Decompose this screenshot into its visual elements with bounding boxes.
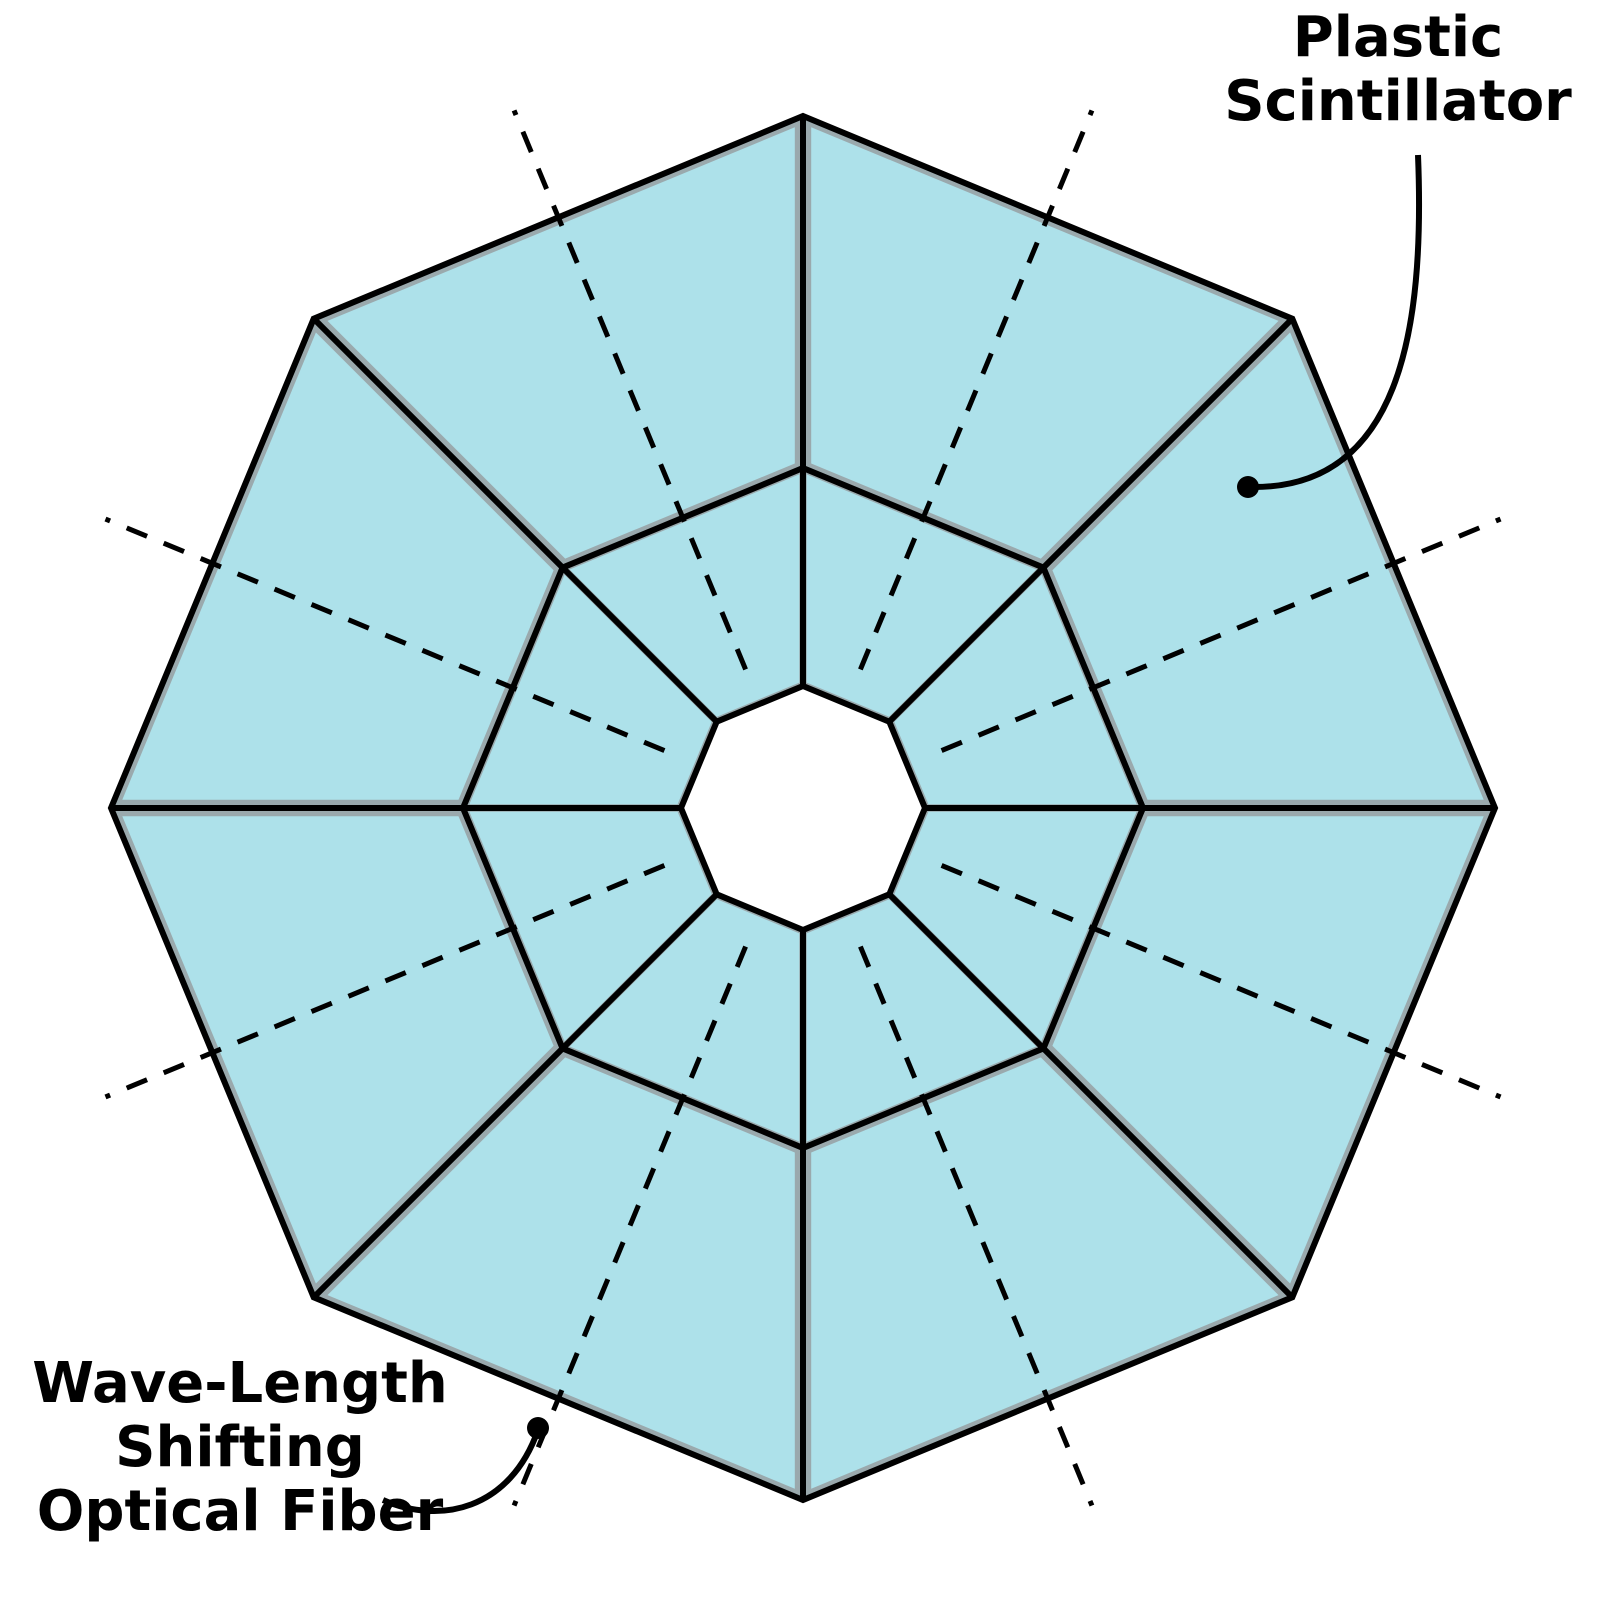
tile-outlines <box>107 112 1499 1504</box>
callouts <box>381 154 1423 1514</box>
scintillator-tile-outer-7 <box>122 332 554 800</box>
tile-divider-8 <box>311 316 719 724</box>
inner-octagon-outline <box>677 682 929 934</box>
wavelength-shifting-fiber-label: Wave-Length Shifting Optical Fiber <box>10 1352 470 1544</box>
plastic-scintillator-label: Plastic Scintillator <box>1200 6 1596 134</box>
wls-fiber-8 <box>511 109 748 671</box>
tile-divider-4 <box>887 892 1295 1300</box>
wls-fiber-4 <box>858 945 1095 1507</box>
tile-divider-6 <box>311 892 719 1300</box>
scintillator-callout-dot <box>1237 476 1259 498</box>
scintillator-tile-outer-5 <box>327 1057 795 1489</box>
wls-fiber-7 <box>104 516 666 753</box>
wls-fiber-5 <box>511 945 748 1507</box>
wls-fiber-3 <box>940 863 1502 1100</box>
wls-fiber-2 <box>940 516 1502 753</box>
scintillator-tile-outer-3 <box>1052 816 1484 1284</box>
scintillator-tile-outer-4 <box>811 1057 1279 1489</box>
tile-divider-2 <box>887 316 1295 724</box>
fiber-callout-line <box>381 1429 541 1514</box>
fiber-label-line-3: Optical Fiber <box>36 1479 444 1544</box>
fiber-callout-dot <box>527 1417 549 1439</box>
scintillator-tile-outer-6 <box>122 816 554 1284</box>
scintillator-callout-line <box>1249 154 1423 491</box>
wls-fiber-6 <box>104 863 666 1100</box>
fiber-lines <box>104 109 1502 1507</box>
scintillator-tile-outer-2 <box>1052 332 1484 800</box>
fiber-label-line-2: Shifting <box>115 1415 365 1480</box>
scintillator-label-line-2: Scintillator <box>1224 69 1572 134</box>
scintillator-label-line-1: Plastic <box>1292 5 1504 70</box>
scintillator-tile-outer-1 <box>811 127 1279 559</box>
fiber-label-line-1: Wave-Length <box>32 1351 448 1416</box>
scintillator-tile-outer-8 <box>327 127 795 559</box>
wls-fiber-1 <box>858 109 1095 671</box>
